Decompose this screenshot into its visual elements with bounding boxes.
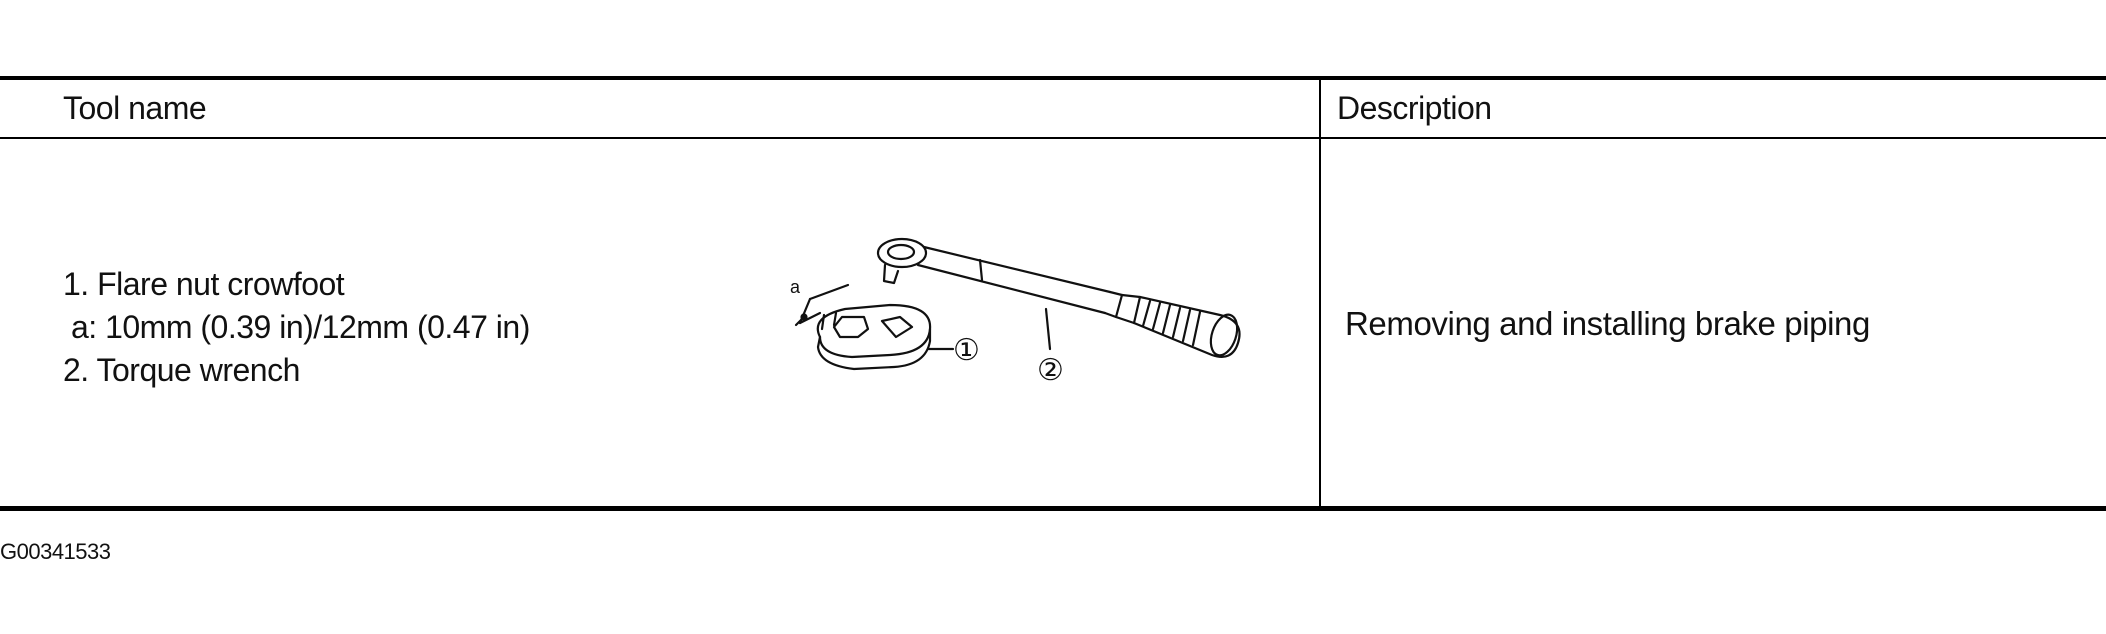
tool-illustration: a ① ② [790, 237, 1241, 388]
figure-id: G00341533 [0, 539, 111, 564]
table-top-rule [0, 76, 2106, 80]
callout-a-label: a [790, 277, 801, 297]
header-description: Description [1337, 90, 1492, 126]
tool-item-flare-nut-crowfoot: 1. Flare nut crowfoot [63, 266, 345, 302]
crowfoot-drawing [794, 283, 955, 371]
column-divider [1319, 78, 1321, 508]
table-header-rule [0, 137, 2106, 139]
callout-1-label: ① [953, 333, 980, 368]
description-cell: Removing and installing brake piping [1345, 305, 1870, 342]
callout-2-label: ② [1037, 353, 1064, 388]
header-tool-name: Tool name [63, 90, 207, 126]
table-bottom-rule [0, 506, 2106, 511]
tool-item-size-note: a: 10mm (0.39 in)/12mm (0.47 in) [71, 309, 530, 345]
tool-name-cell: 1. Flare nut crowfoot a: 10mm (0.39 in)/… [63, 263, 530, 392]
torque-wrench-drawing [876, 237, 1241, 358]
tool-item-torque-wrench: 2. Torque wrench [63, 352, 300, 388]
